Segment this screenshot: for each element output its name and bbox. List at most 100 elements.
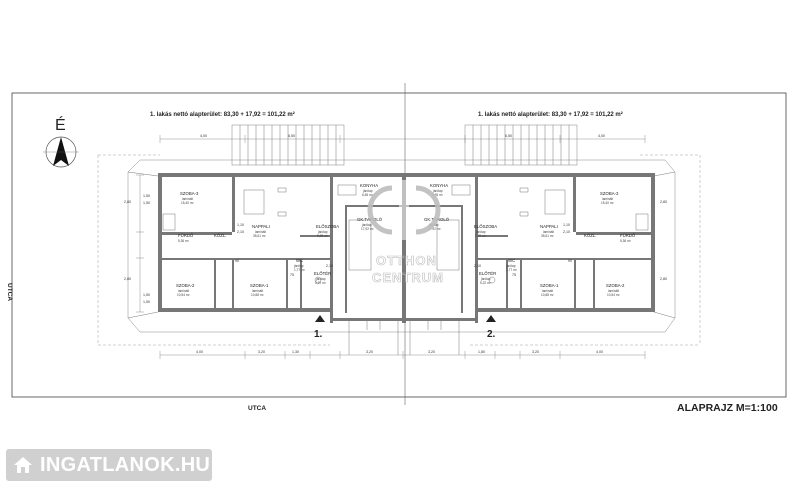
- dim-label: 2,80: [660, 200, 667, 204]
- roof-outline: [127, 159, 676, 333]
- north-label: É: [55, 115, 66, 134]
- site-name: INGATLANOK.HU: [40, 453, 211, 476]
- dimension-line-left: 1,50 1,50 1,50 1,50 2,80 2,80 2,80 2,80: [124, 174, 667, 313]
- dim-label: 6,50: [505, 134, 512, 138]
- dim-label: 1,30: [292, 350, 299, 354]
- room-floor: járólap: [293, 264, 304, 268]
- dimension-line-bottom: 4,00 3,20 1,30 3,20 3,20 1,80 3,20 4,00: [159, 350, 646, 359]
- room-area: 17,92 m²: [428, 227, 441, 231]
- dim-label: 2,10: [474, 264, 481, 268]
- dim-label: 3,20: [428, 350, 435, 354]
- room-area: 10,88 m²: [541, 293, 554, 297]
- entrance-1-marker: 1.: [314, 315, 325, 340]
- dim-label: 2,80: [124, 277, 131, 281]
- unit-1-area-heading: 1. lakás nettó alapterület: 83,30 + 17,9…: [150, 111, 295, 118]
- room-floor: laminált: [542, 289, 553, 293]
- drawing-title: ALAPRAJZ M=1:100: [677, 402, 778, 414]
- dim-label: 2,10: [237, 230, 244, 234]
- terrace-right: [464, 124, 578, 166]
- room-area: 15,40 m²: [601, 201, 614, 205]
- room-floor: laminált: [252, 289, 263, 293]
- room-area: 5,22 m²: [480, 281, 491, 285]
- dim-label: 1,50: [143, 201, 150, 205]
- room-name: KÖZL.: [214, 233, 226, 238]
- room-area: 6,65 m²: [362, 193, 373, 197]
- furniture: [162, 184, 649, 284]
- unit-number: 2.: [487, 329, 496, 340]
- room-area: 17,92 m²: [361, 227, 374, 231]
- dim-label: 3,20: [366, 350, 373, 354]
- dim-label: 3,20: [532, 350, 539, 354]
- dim-label: 4,00: [596, 350, 603, 354]
- room-floor: laminált: [182, 197, 193, 201]
- dim-label: 1,10: [237, 223, 244, 227]
- room-name: KONYHA: [430, 183, 448, 188]
- room-name: SZOBA-2: [176, 283, 195, 288]
- room-name: SZOBA-1: [250, 283, 269, 288]
- ingatlanok-badge[interactable]: INGATLANOK.HU: [6, 449, 212, 481]
- room-floor: járólap: [317, 230, 328, 234]
- room-area: 35,61 m²: [541, 234, 554, 238]
- driveway: [348, 321, 460, 355]
- room-floor: járólap: [315, 277, 326, 281]
- room-area: 5,22 m²: [315, 281, 326, 285]
- room-floor: laminált: [178, 289, 189, 293]
- dim-label: 1,80: [478, 350, 485, 354]
- room-area: 10,54 m²: [607, 293, 620, 297]
- room-name: ELŐSZOBA: [316, 224, 339, 229]
- dim-label: 4,00: [200, 134, 207, 138]
- room-area: 10,54 m²: [177, 293, 190, 297]
- dim-label: 75: [290, 273, 294, 277]
- room-area: 5,36 m²: [178, 239, 189, 243]
- dim-label: 3,20: [258, 350, 265, 354]
- dim-label: 4,00: [196, 350, 203, 354]
- dim-label: 2,80: [124, 200, 131, 204]
- unit-2-area-heading: 1. lakás nettó alapterület: 83,30 + 17,9…: [478, 111, 623, 118]
- dim-label: 1,50: [143, 300, 150, 304]
- house-icon: [14, 457, 32, 473]
- room-floor: laminált: [608, 289, 619, 293]
- room-name: ELŐSZOBA: [474, 224, 497, 229]
- room-area: 6,65 m²: [432, 193, 443, 197]
- watermark-text: OTTHON: [376, 253, 437, 268]
- room-floor: járólap: [362, 189, 373, 193]
- dim-label: 2,10: [326, 264, 333, 268]
- room-floor: járólap: [475, 230, 486, 234]
- dim-label: 4,00: [598, 134, 605, 138]
- otthon-centrum-watermark: OTTHON CENTRUM: [367, 180, 444, 285]
- building-walls: [158, 173, 655, 323]
- room-name: NAPPALI: [540, 224, 558, 229]
- watermark-text: CENTRUM: [372, 270, 444, 285]
- room-floor: laminált: [543, 230, 554, 234]
- room-area: 10,88 m²: [251, 293, 264, 297]
- room-area: 5,36 m²: [620, 239, 631, 243]
- room-name: WC: [508, 258, 515, 263]
- room-floor: járólap: [361, 223, 372, 227]
- room-area: 15,40 m²: [181, 201, 194, 205]
- room-area: 1,77 m²: [506, 268, 517, 272]
- room-name: ELŐTÉR: [314, 271, 331, 276]
- room-name: SZOBA-3: [180, 191, 199, 196]
- room-floor: laminált: [255, 230, 266, 234]
- street-label-side: UTCA: [6, 283, 13, 301]
- dim-label: 1,50: [143, 194, 150, 198]
- dim-label: 2,10: [563, 230, 570, 234]
- room-name: FÜRDŐ: [178, 233, 194, 238]
- dim-label: 2,80: [660, 277, 667, 281]
- dim-label: 90: [235, 259, 239, 263]
- room-area: 35,61 m²: [253, 234, 266, 238]
- room-name: WC: [296, 258, 303, 263]
- room-name: ELŐTÉR: [479, 271, 496, 276]
- room-name: KONYHA: [360, 183, 378, 188]
- room-name: NAPPALI: [252, 224, 270, 229]
- room-area: 5,69 m²: [475, 234, 486, 238]
- entrance-2-marker: 2.: [486, 315, 496, 340]
- dim-label: 90: [568, 259, 572, 263]
- room-area: 5,69 m²: [317, 234, 328, 238]
- room-floor: járólap: [432, 189, 443, 193]
- room-name: SZOBA-3: [600, 191, 619, 196]
- room-name: KÖZL.: [584, 233, 596, 238]
- room-name: SZOBA-1: [540, 283, 559, 288]
- unit-number: 1.: [314, 329, 323, 340]
